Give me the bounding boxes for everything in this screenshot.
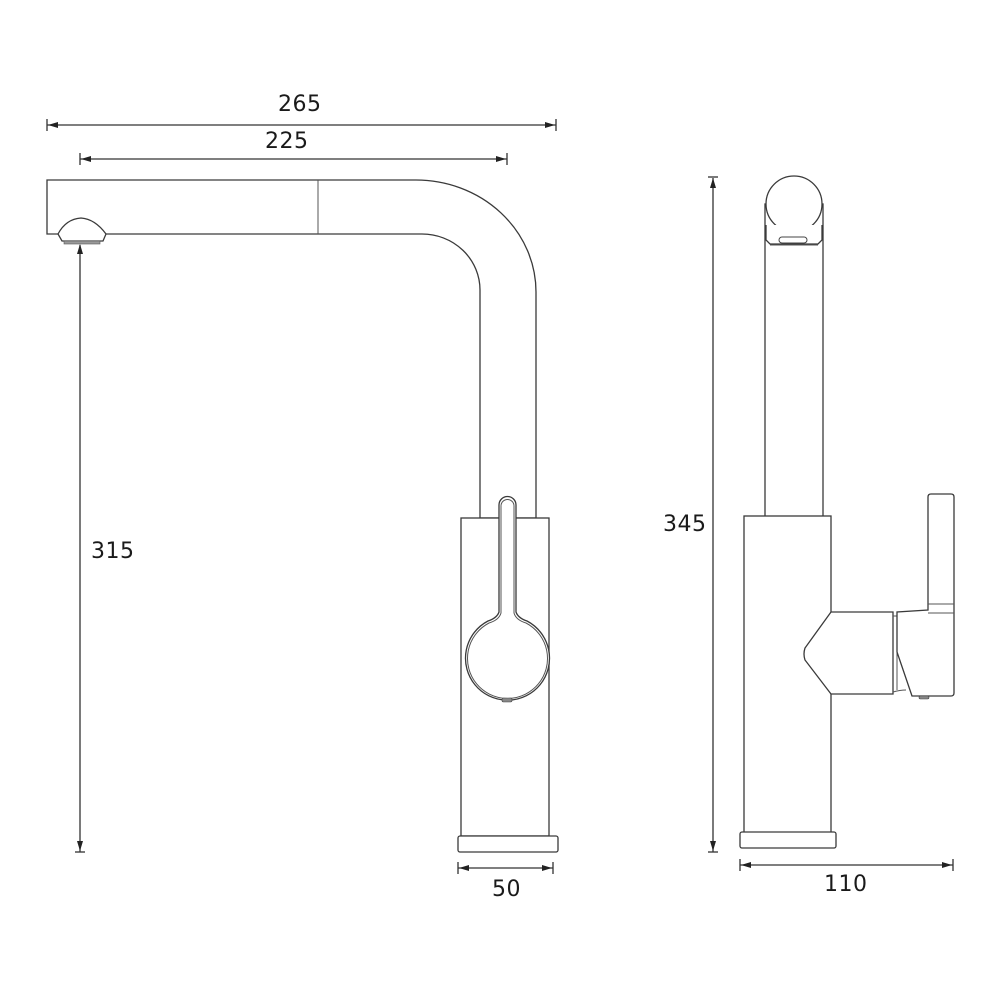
dim-315 (75, 244, 85, 853)
lever-pin-side (918, 695, 930, 700)
label-spout-reach: 225 (265, 129, 309, 154)
dim-345 (708, 176, 718, 853)
dim-110 (739, 859, 954, 871)
lever-handle-side (896, 493, 955, 697)
aerator-side (778, 236, 808, 244)
lever-pin (501, 697, 513, 703)
label-body-width: 50 (492, 877, 521, 902)
label-overall-height: 345 (663, 512, 707, 537)
front-view (46, 179, 559, 853)
cartridge-housing-side (803, 611, 894, 695)
label-overall-reach: 265 (278, 92, 322, 117)
aerator-face (63, 240, 101, 245)
label-overall-depth: 110 (824, 872, 868, 897)
spout-outline (46, 179, 537, 519)
side-view (739, 175, 955, 849)
dim-50 (457, 862, 554, 874)
tap-neck-side (764, 203, 824, 519)
lever-handle-front (464, 495, 551, 701)
tap-base-front (457, 835, 559, 853)
spout-head-side (765, 175, 823, 233)
lever-handle-inner-line (467, 499, 548, 699)
dim-265 (46, 119, 557, 131)
dim-225 (79, 153, 508, 165)
aerator-icon (57, 217, 107, 242)
tap-base-side (739, 831, 837, 849)
label-spout-height: 315 (91, 539, 135, 564)
